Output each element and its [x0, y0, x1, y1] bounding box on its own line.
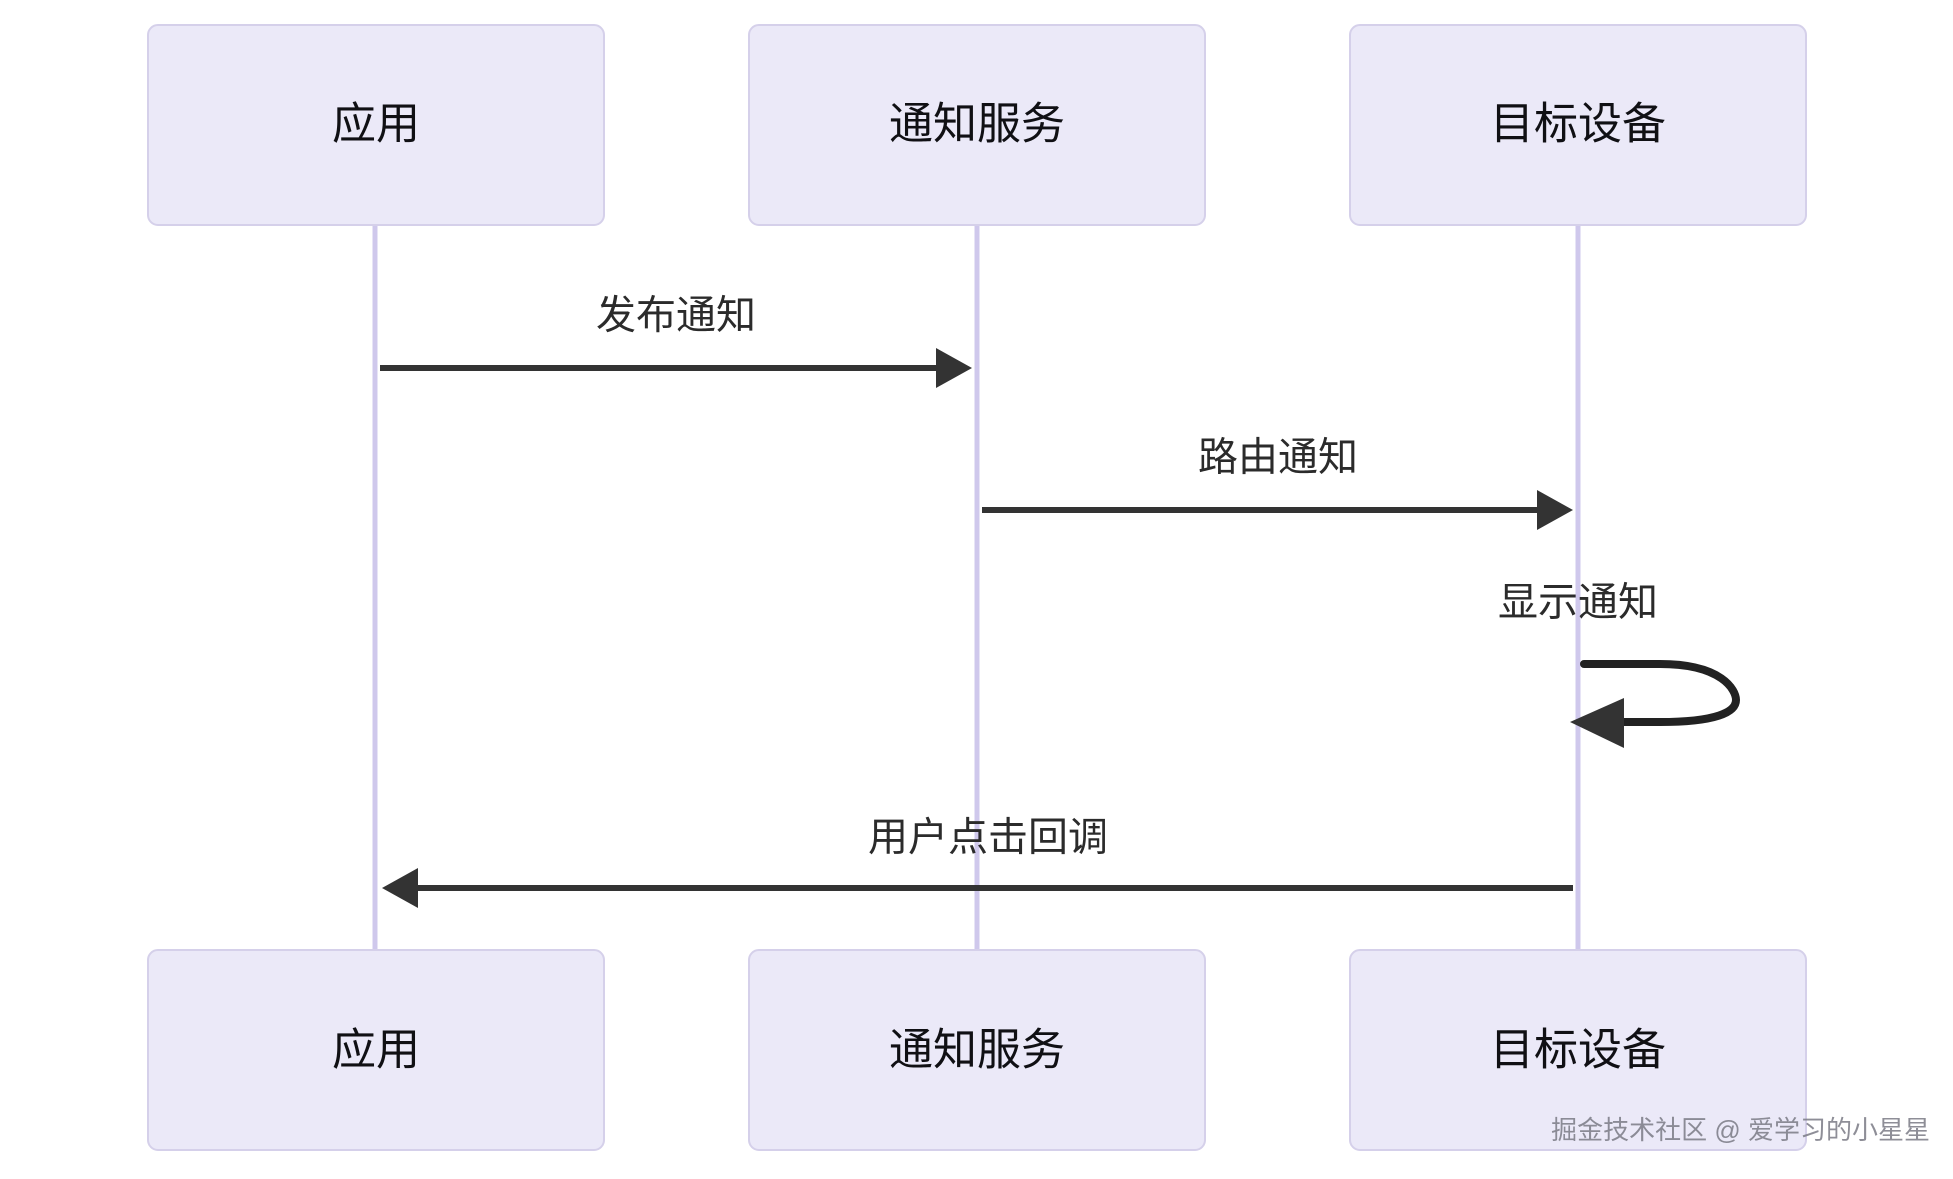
message-label: 显示通知: [1498, 581, 1658, 625]
participant-bottom-target-device[interactable]: 目标设备: [1349, 949, 1807, 1151]
message-label: 用户点击回调: [868, 816, 1108, 860]
self-loop-path: [1580, 660, 1741, 726]
participant-bottom-notification-service[interactable]: 通知服务: [748, 949, 1206, 1151]
lifelines-layer: [372, 225, 1581, 950]
participant-label: 通知服务: [889, 100, 1065, 149]
participant-bottom-app[interactable]: 应用: [147, 949, 605, 1151]
participant-box: [147, 24, 605, 226]
participants-top: 应用 通知服务 目标设备: [147, 24, 1807, 226]
participants-bottom: 应用 通知服务 目标设备: [147, 949, 1807, 1151]
message-arrowhead: [382, 868, 418, 908]
self-loop-arrowhead: [1570, 698, 1624, 748]
message-arrowhead: [1537, 490, 1573, 530]
participant-box: [748, 24, 1206, 226]
message-user-click-callback[interactable]: 用户点击回调: [382, 816, 1573, 908]
message-label: 路由通知: [1198, 436, 1358, 480]
watermark: 掘金技术社区 @ 爱学习的小星星: [1551, 1115, 1930, 1145]
participant-box: [748, 949, 1206, 1151]
participant-label: 应用: [332, 100, 420, 149]
participant-label: 应用: [332, 1026, 420, 1075]
participant-box: [1349, 949, 1807, 1151]
participant-box: [147, 949, 605, 1151]
participant-top-app[interactable]: 应用: [147, 24, 605, 226]
message-arrowhead: [936, 348, 972, 388]
message-route-notification[interactable]: 路由通知: [982, 436, 1573, 530]
message-display-notification[interactable]: 显示通知: [1498, 581, 1741, 748]
participant-label: 通知服务: [889, 1026, 1065, 1075]
message-label: 发布通知: [596, 294, 756, 338]
participant-label: 目标设备: [1490, 1026, 1666, 1075]
message-publish-notification[interactable]: 发布通知: [380, 294, 972, 388]
participant-box: [1349, 24, 1807, 226]
participant-top-target-device[interactable]: 目标设备: [1349, 24, 1807, 226]
participant-top-notification-service[interactable]: 通知服务: [748, 24, 1206, 226]
participant-label: 目标设备: [1490, 100, 1666, 149]
